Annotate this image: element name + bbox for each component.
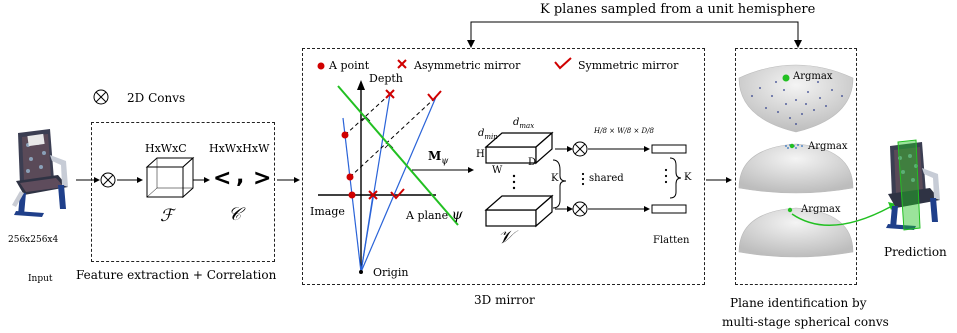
k-label-left: K — [551, 173, 559, 184]
conv-legend-label: 2D Convs — [127, 91, 186, 105]
feature-caption: Feature extraction + Correlation — [76, 268, 277, 282]
mirror-caption: 3D mirror — [474, 293, 535, 307]
feature-symbol: ℱ — [160, 206, 174, 226]
top-label: K planes sampled from a unit hemisphere — [540, 2, 816, 17]
plane-id-caption-1: Plane identification by — [730, 296, 867, 310]
shared-label: shared — [589, 173, 624, 184]
correlation-symbol: 𝒞 — [228, 204, 242, 225]
dmin-label: dmin — [478, 128, 498, 141]
plane-id-caption-2: multi-stage spherical convs — [722, 315, 889, 329]
argmax-3: Argmax — [801, 204, 841, 215]
conv-icon-1 — [100, 172, 116, 188]
feature-extraction-box — [91, 122, 275, 262]
legend-point: A point — [329, 59, 370, 72]
input-size: 256x256x4 — [8, 235, 59, 245]
conv-legend-icon — [93, 89, 109, 105]
image-label: Image — [310, 205, 345, 218]
bracket-close: > — [253, 166, 272, 191]
argmax-1: Argmax — [793, 71, 833, 82]
volume-symbol: 𝒱 — [498, 227, 513, 248]
plane-id-box — [735, 48, 857, 285]
plane-label: A plane ψ — [406, 207, 463, 223]
prediction-caption: Prediction — [884, 245, 947, 259]
k-label-right: K — [684, 172, 692, 183]
argmax-2: Argmax — [808, 141, 848, 152]
mpsi-label: Mψ — [428, 149, 449, 167]
flatten-label: Flatten — [653, 235, 690, 246]
correlation-dims: HxWxHxW — [209, 142, 270, 155]
prediction-chair-image — [876, 138, 948, 234]
feature-dims: HxWxC — [145, 142, 187, 155]
h-label: H — [476, 149, 485, 160]
legend-asym: Asymmetric mirror — [414, 59, 521, 72]
input-caption: Input — [28, 274, 53, 284]
d-label: D — [528, 157, 537, 168]
bracket-open: < — [213, 166, 232, 191]
w-label: W — [492, 165, 503, 176]
origin-label: Origin — [373, 266, 409, 279]
fraction-label: H/8 × W/8 × D/8 — [594, 127, 654, 135]
depth-label: Depth — [369, 72, 403, 85]
mirror-box — [302, 48, 705, 285]
input-chair-image — [6, 125, 74, 220]
legend-sym: Symmetric mirror — [578, 59, 679, 72]
bracket-comma: , — [236, 164, 245, 189]
dmax-label: dmax — [513, 117, 535, 130]
